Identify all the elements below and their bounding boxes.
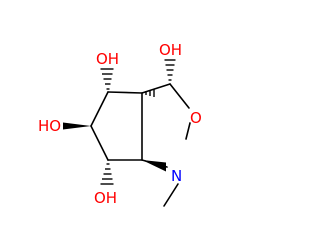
atom-label-ring-nitrogen: N [171, 167, 182, 185]
molecule-structure: OH HO OH OH O N [38, 41, 202, 207]
structure-canvas: OH HO OH OH O N [38, 41, 202, 207]
atom-label-oh-top-left: OH [96, 50, 119, 68]
bond-n-methyl [163, 183, 179, 207]
atom-label-oh-left: HO [38, 117, 61, 135]
bond-o-n [185, 122, 191, 140]
atom-label-ring-oxygen: O [190, 109, 202, 127]
hash-bond-c3a [145, 89, 155, 97]
bonds [90, 83, 191, 207]
hash-bond-c6-oh [100, 163, 114, 185]
bond-c3-o [169, 83, 190, 109]
hash-bond-c3-oh [164, 59, 176, 81]
atom-label-oh-bottom-left: OH [94, 189, 117, 207]
hash-bond-c4-oh [100, 68, 114, 90]
bond-c5-c6 [90, 125, 109, 161]
atom-label-oh-top-right: OH [159, 41, 182, 59]
atom-labels: OH HO OH OH O N [38, 41, 202, 207]
stereo-bonds [63, 59, 176, 185]
wedge-bond-c6a [142, 160, 166, 172]
bond-c3a-c4 [107, 91, 143, 94]
wedge-bond-c5-ho [63, 122, 91, 130]
bond-c4-c5 [90, 91, 109, 127]
